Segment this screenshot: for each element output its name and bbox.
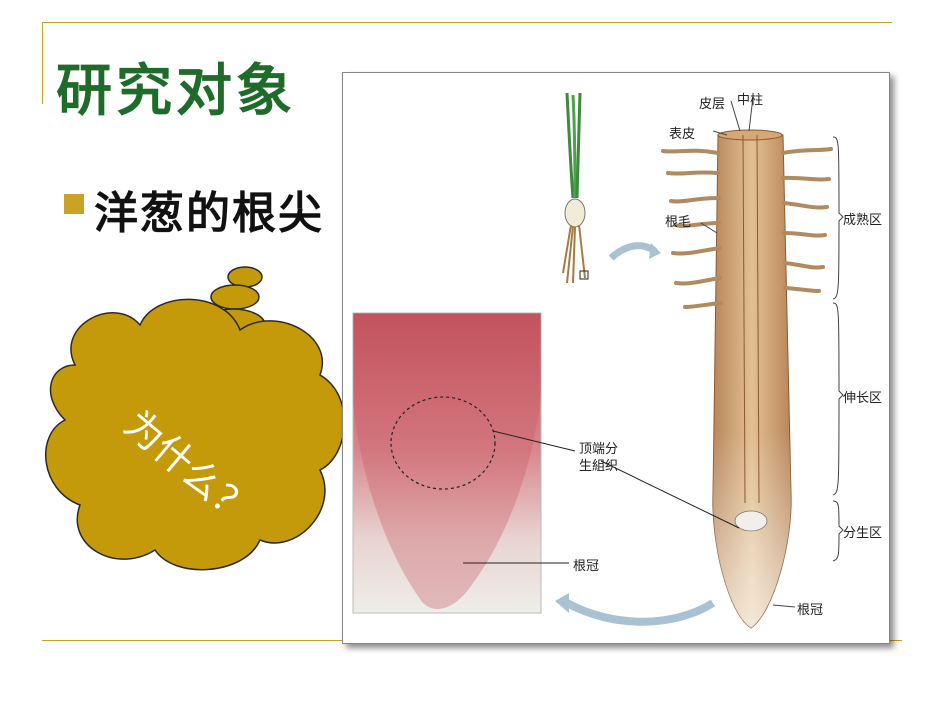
label-dingduan: 顶端分 生組织 (579, 442, 619, 474)
label-pieceng: 皮层 (699, 97, 726, 112)
label-shenchang: 伸长区 (843, 391, 883, 406)
label-fensheng: 分生区 (843, 526, 883, 541)
root-tip-illustration (352, 92, 844, 629)
slide-title: 研究对象 (56, 58, 296, 124)
label-chengshu: 成熟区 (843, 213, 883, 228)
bullet-text: 洋葱的根尖 (94, 188, 324, 239)
label-biaopi: 表皮 (669, 127, 696, 142)
label-genguan-right: 根冠 (797, 603, 824, 618)
label-genguan-left: 根冠 (573, 559, 600, 574)
thought-cloud-icon (44, 266, 346, 571)
label-genmao: 根毛 (665, 215, 692, 230)
root-tip-diagram: 皮层 中柱 表皮 根毛 成熟区 伸长区 分生区 根冠 顶端分 生組织 根冠 (342, 72, 890, 644)
label-zhongzhu: 中柱 (737, 93, 764, 108)
slide-frame-top (42, 22, 892, 23)
slide-frame-left (42, 22, 43, 104)
bullet-square-icon (64, 194, 84, 214)
onion-sprout-icon (562, 92, 589, 284)
